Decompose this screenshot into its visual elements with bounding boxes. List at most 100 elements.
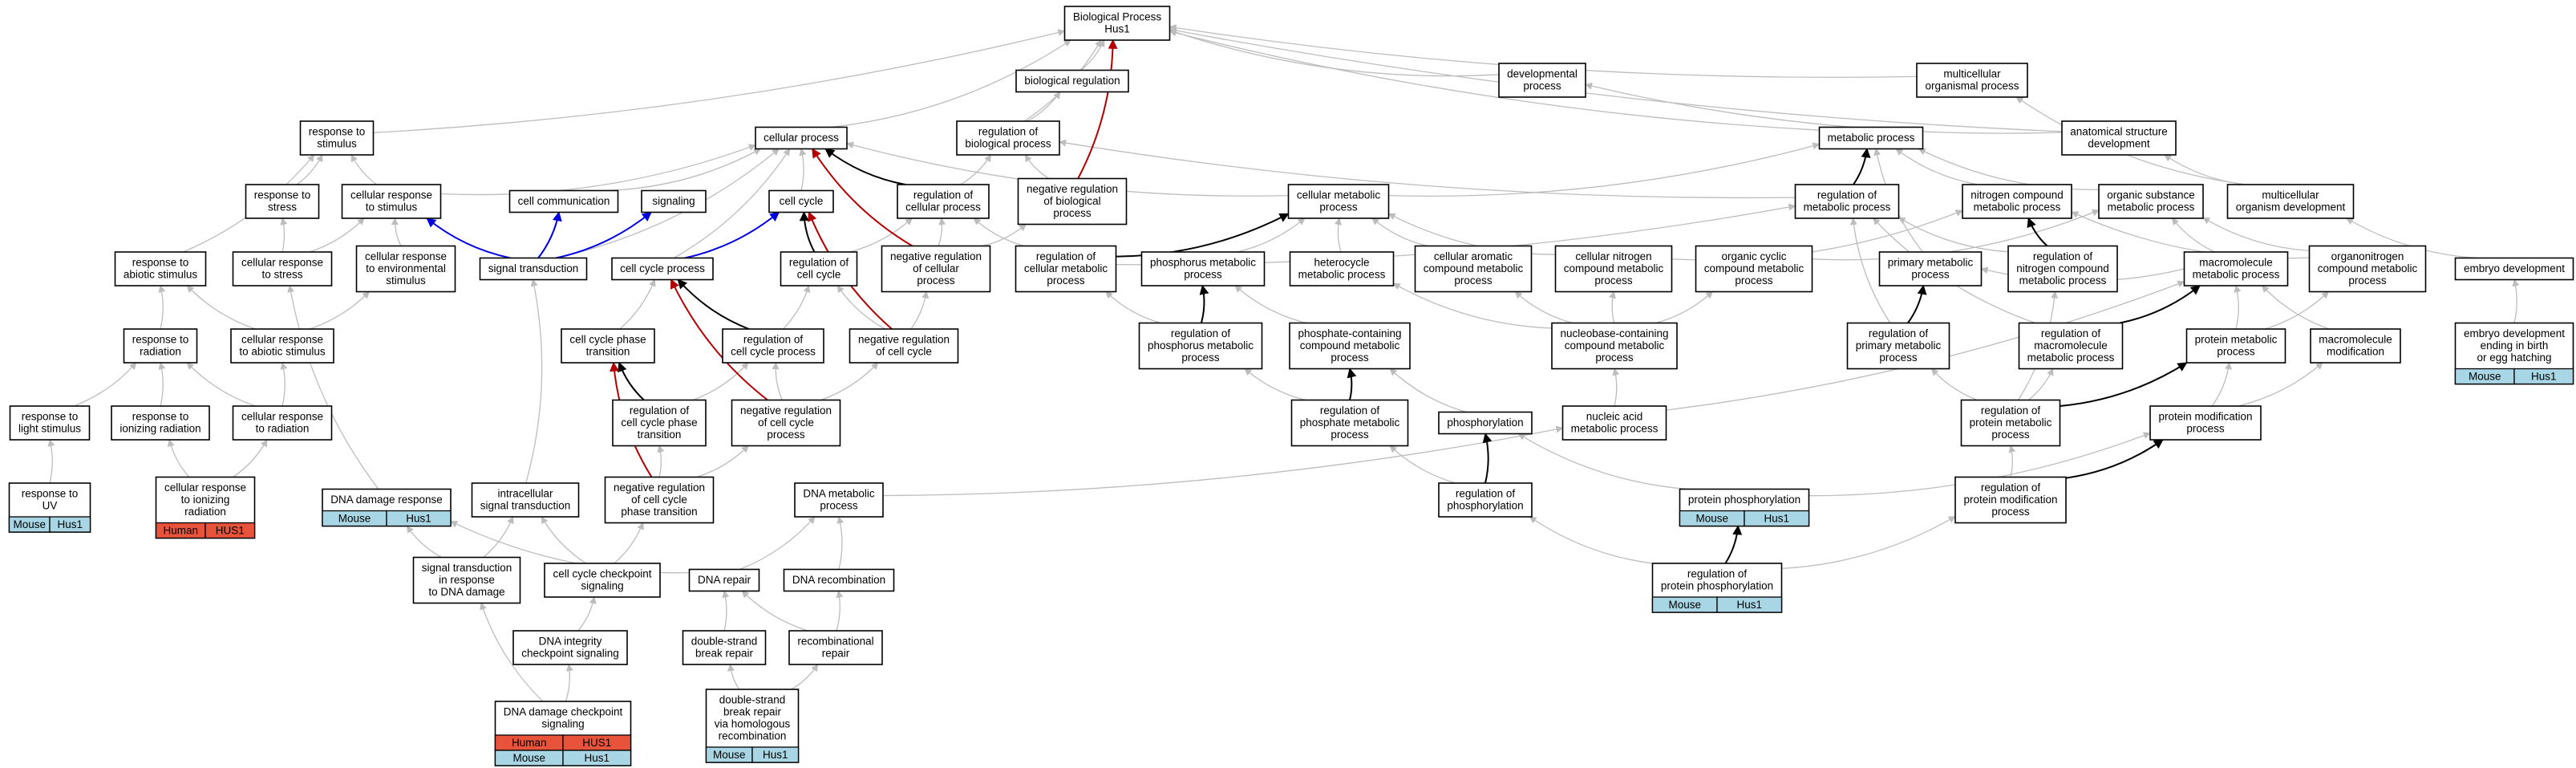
node-label-line: regulation of [1869,327,1929,339]
node-label-line: to ionizing [181,494,230,506]
regulates-edge [1482,433,1493,484]
go-term-node[interactable]: signal transduction [479,257,588,281]
go-term-node[interactable]: cell cycle [768,189,834,213]
node-label-line: regulation of [1981,404,2041,417]
is-a-edge [1169,26,2063,132]
go-term-node[interactable]: cell cycle process [611,257,714,281]
go-term-node[interactable]: embryo development [2454,257,2574,281]
node-label-line: protein modification [2158,411,2252,423]
node-label-line: process [767,429,805,441]
gene-cell [1744,510,1810,527]
node-label-line: nucleic acid [1586,411,1643,423]
node-label-line: response to [132,334,189,346]
go-term-node[interactable]: DNA repair [688,568,760,592]
go-term-node[interactable]: DNA recombination [783,568,895,592]
species-label: Human [512,737,547,749]
go-term-node[interactable]: cell communication [508,189,619,213]
go-term-node[interactable]: phosphorylation [1438,411,1533,435]
go-term-node[interactable]: metabolic process [1818,126,1924,150]
node-label-line: signaling [652,195,695,207]
gene-label: Hus1 [1736,599,1762,611]
is-a-edge [2234,285,2242,330]
go-term-node[interactable]: biological regulation [1015,69,1129,93]
go-term-node[interactable]: signaling [641,189,707,213]
node-label-line: cellular process [905,201,981,213]
go-term-node[interactable]: cellular process [755,126,848,150]
node-box [412,556,521,604]
node-label-line: radiation [140,346,181,358]
node-box [1962,184,2072,219]
node-label-line: signaling [581,580,623,592]
